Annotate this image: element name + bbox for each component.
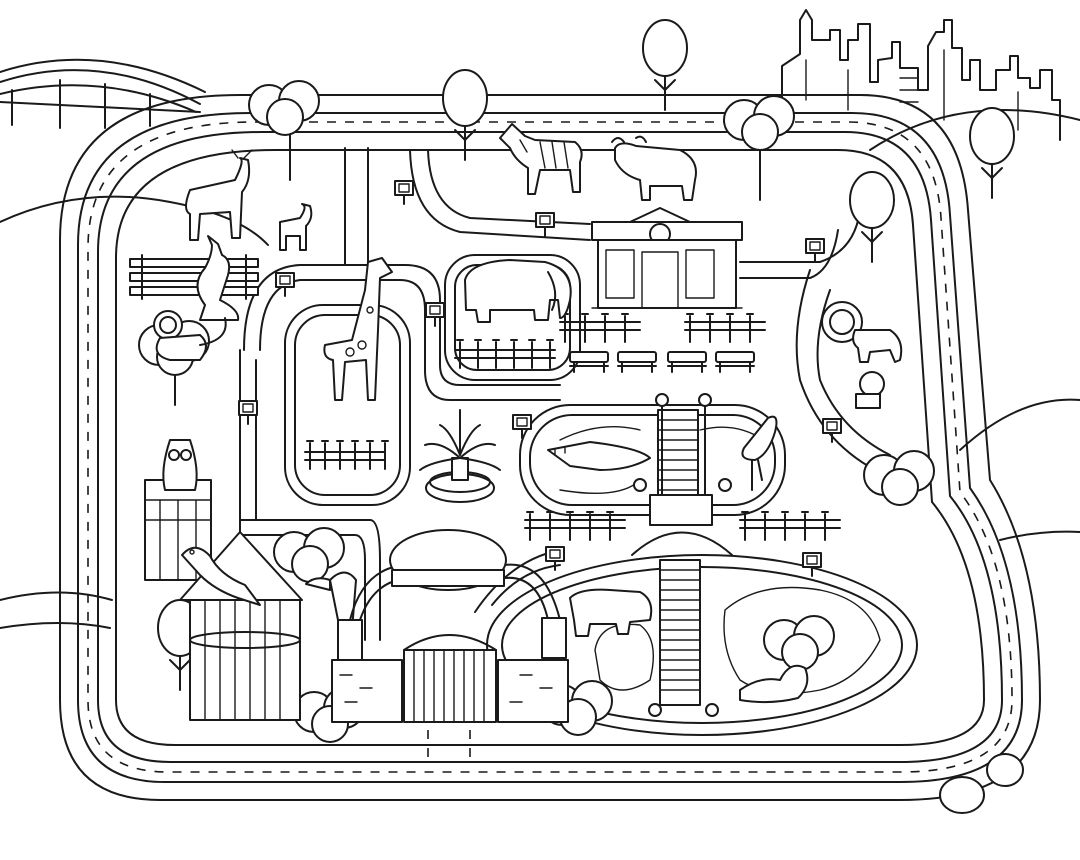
seal-icon	[740, 666, 807, 702]
elephant-icon	[465, 260, 571, 322]
giraffe-icon	[324, 258, 392, 400]
lion-cub-icon	[856, 372, 884, 408]
zebra-icon	[500, 124, 582, 194]
inner-paths	[240, 148, 890, 640]
buffalo-icon	[612, 137, 696, 200]
fences	[130, 255, 840, 528]
wooden-bridge	[632, 394, 732, 716]
ticket-building-icon	[592, 208, 742, 308]
info-sign-icon	[238, 180, 842, 577]
city-skyline-icon	[782, 10, 1060, 140]
background-hills	[0, 110, 1080, 628]
monkey-icon	[154, 311, 226, 360]
fountain-icon	[420, 410, 500, 502]
fawn-icon	[280, 204, 311, 250]
zoo-gate-icon	[332, 618, 568, 722]
giraffe-enclosure	[285, 305, 410, 505]
deer-icon	[186, 150, 252, 240]
hippo-icon	[570, 590, 651, 636]
parrot-icon	[182, 548, 260, 605]
rocks	[940, 754, 1023, 813]
crocodile-icon	[548, 442, 650, 470]
fence-posts	[306, 313, 829, 541]
bridge-icon	[0, 60, 205, 128]
flamingo-icon	[742, 417, 776, 490]
signboard-icon	[392, 570, 504, 586]
lion-icon	[822, 302, 901, 362]
park-bench-icon	[569, 351, 755, 373]
kangaroo-icon	[198, 236, 239, 320]
entrance-road-stripes	[428, 730, 470, 760]
